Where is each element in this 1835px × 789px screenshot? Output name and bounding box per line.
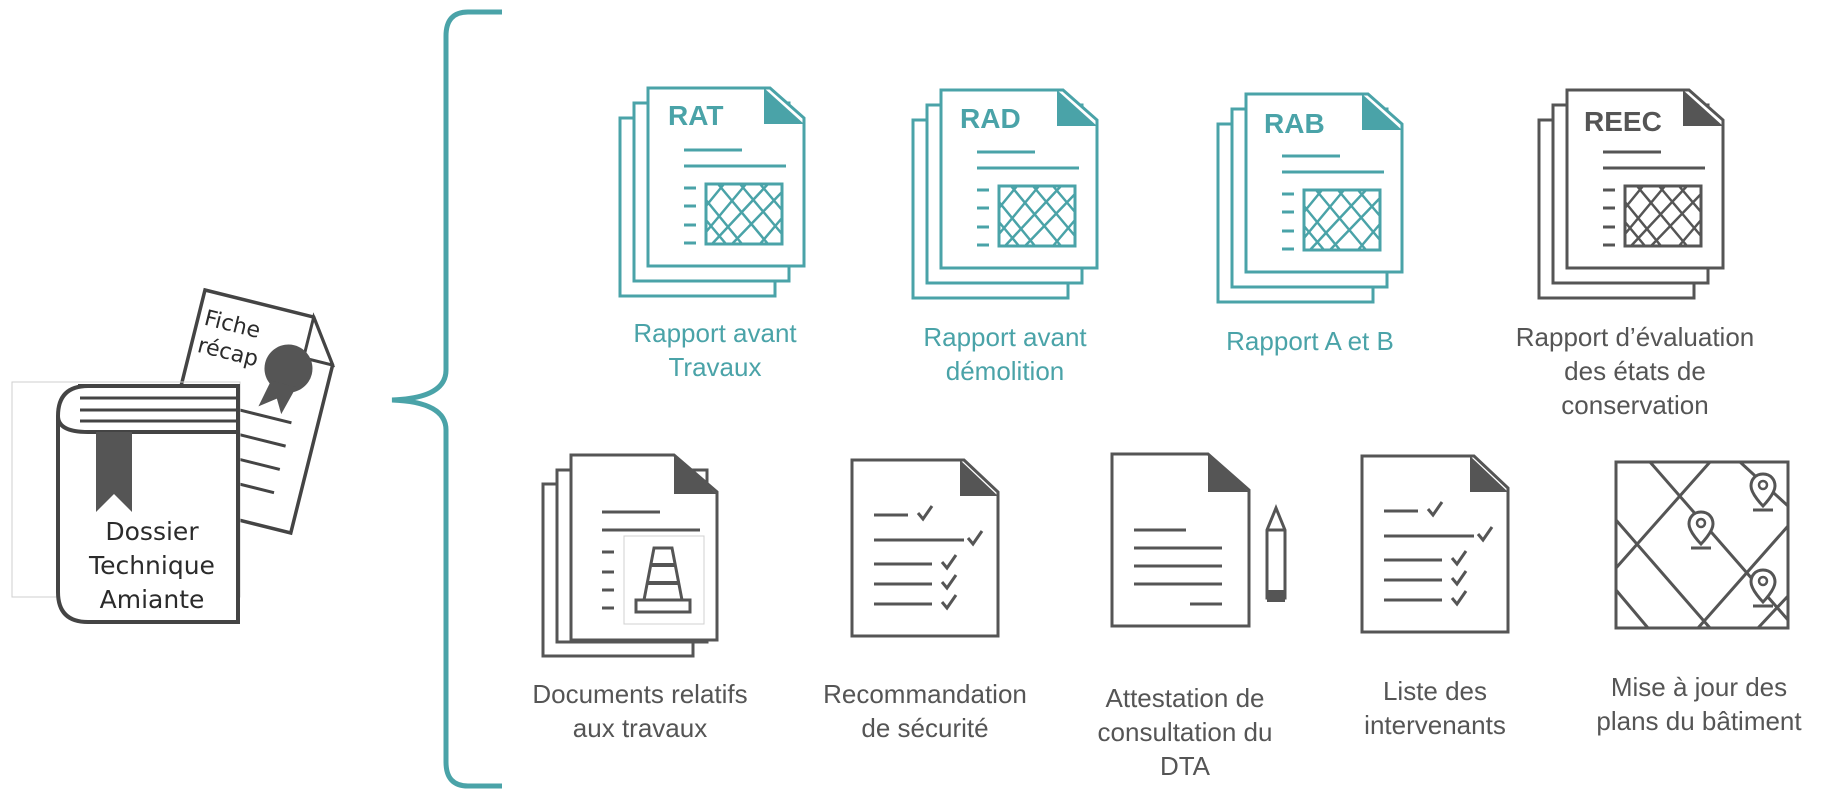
document-pencil-icon [1110, 452, 1287, 628]
map-pins-icon [1614, 460, 1790, 630]
dossier-technique-label: Dossier Technique Amiante [89, 517, 215, 614]
rat-fold [764, 88, 804, 124]
liste-intervenants-label: Liste des intervenants [1364, 676, 1506, 740]
rad-label: Rapport avant démolition [923, 322, 1087, 386]
rab-label: Rapport A et B [1226, 326, 1394, 356]
recommandation-label: Recommandation de sécurité [823, 679, 1027, 743]
mise-a-jour-plans-label: Mise à jour des plans du bâtiment [1596, 672, 1802, 736]
documents-cone-icon [541, 453, 719, 658]
rat-tag: RAT [668, 100, 723, 131]
checklist-icon [1360, 454, 1510, 634]
rat-label: Rapport avant Travaux [633, 318, 797, 382]
reec-fold [1683, 90, 1723, 126]
reec-label: Rapport d’évaluation des états de conser… [1515, 322, 1755, 420]
rad-tag: RAD [960, 103, 1021, 134]
reec-tag: REEC [1584, 106, 1662, 137]
curly-bracket [391, 9, 502, 789]
rab-fold [1362, 94, 1402, 130]
rab-tag: RAB [1264, 108, 1325, 139]
attestation-label: Attestation de consultation du DTA [1097, 683, 1273, 781]
rad-fold [1057, 90, 1097, 126]
documents-travaux-label: Documents relatifs aux travaux [532, 679, 748, 743]
checklist-icon [850, 458, 1000, 638]
book-icon [11, 381, 241, 624]
